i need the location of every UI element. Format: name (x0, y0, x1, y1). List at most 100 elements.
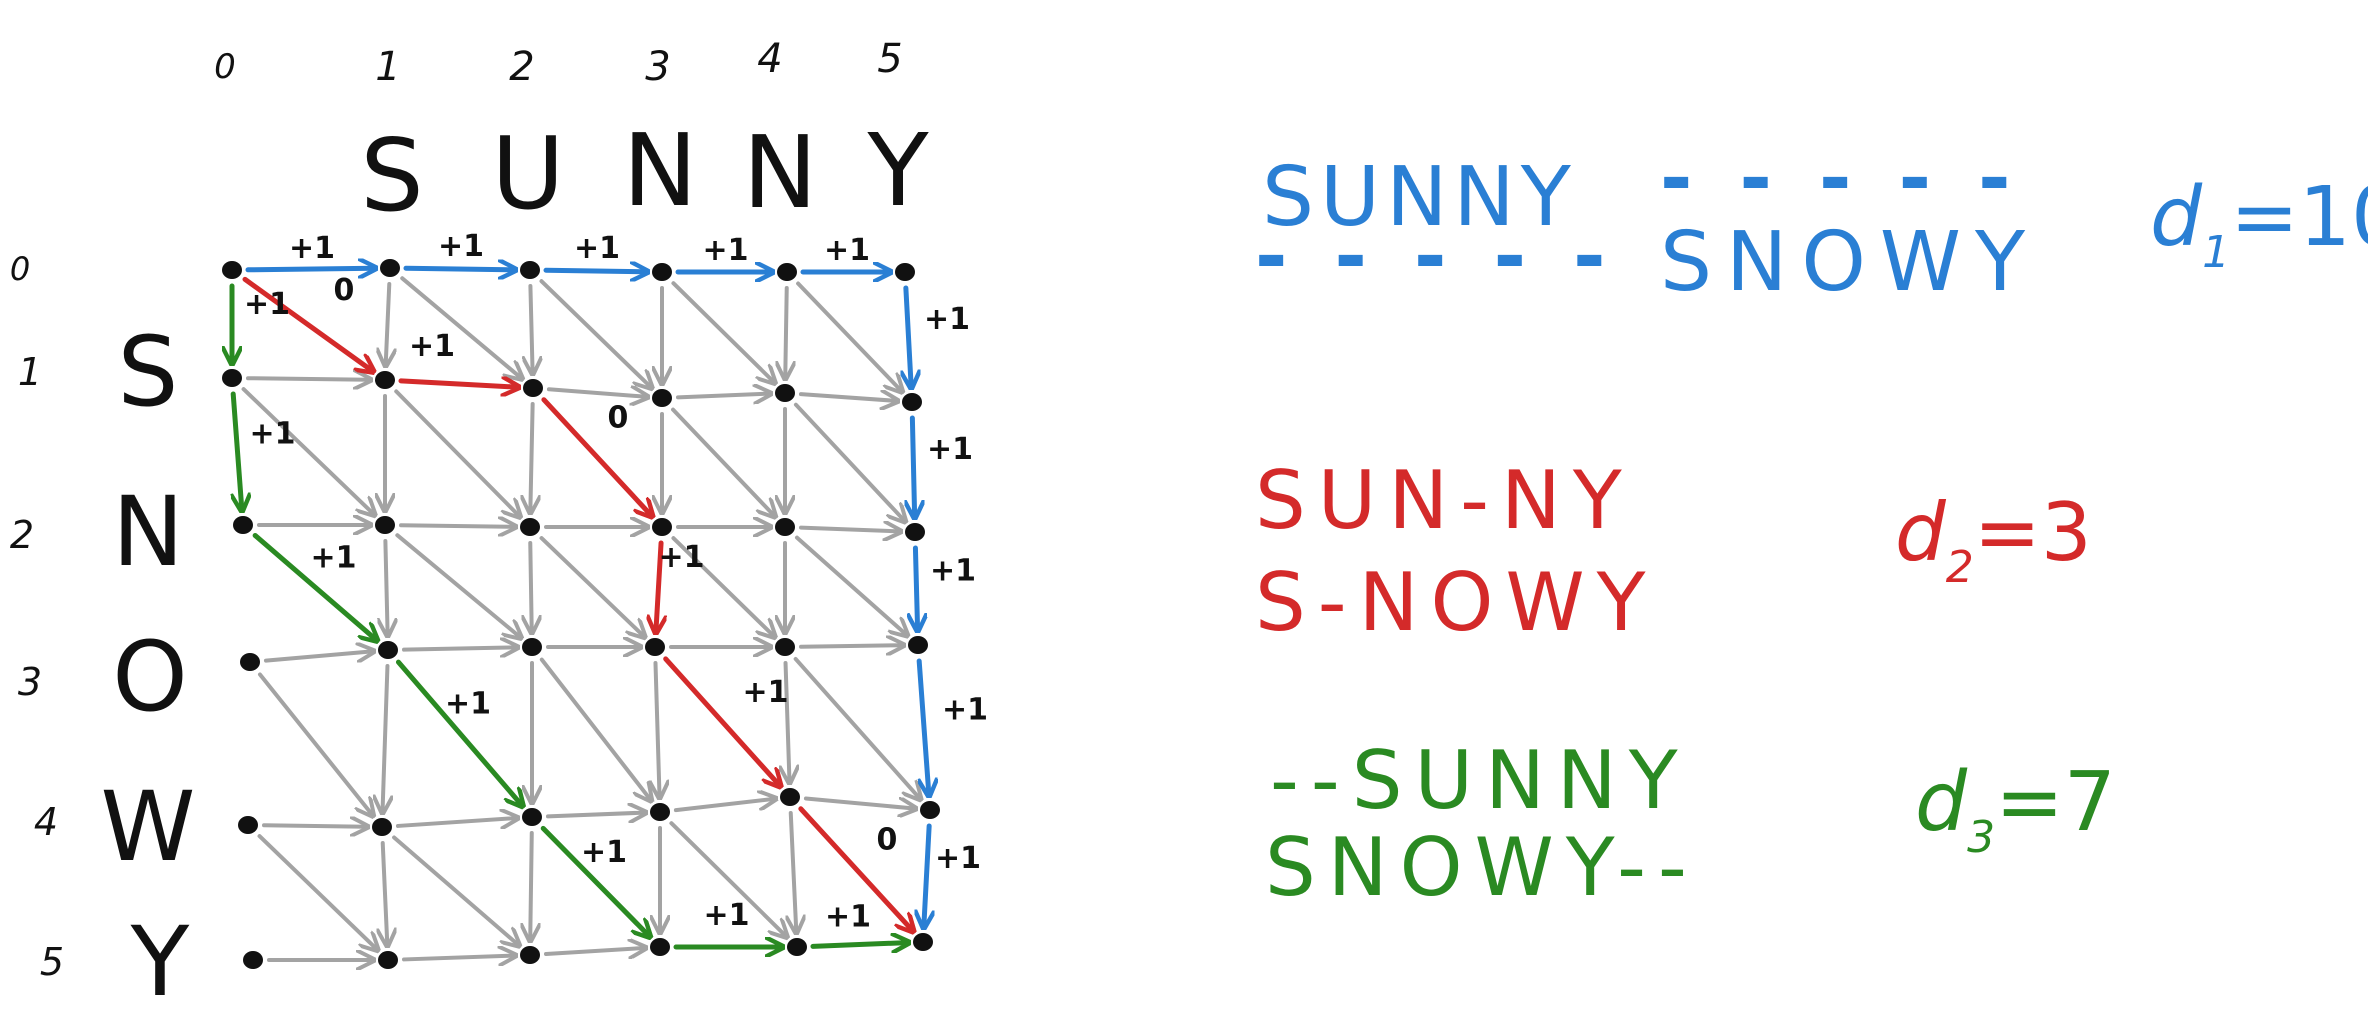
red-bottom-word: S-NOWY (1255, 556, 1657, 649)
grid-node (913, 933, 933, 951)
grey-diagonal-arrow (539, 536, 644, 636)
blue-path-label: +1 (935, 841, 981, 876)
grid-node (222, 261, 242, 279)
green-path-label: +1 (445, 687, 491, 722)
row-letter-2: N (112, 476, 184, 588)
grid-node (650, 938, 670, 956)
grey-right-arrow (798, 394, 896, 401)
blue-distance-d: d (2150, 170, 2203, 265)
grey-right-arrow (263, 651, 372, 660)
blue-distance: d1=10 (2150, 170, 2368, 278)
blue-path-label: +1 (927, 432, 973, 467)
grey-down-arrow (530, 540, 531, 631)
blue-distance-sub: 1 (2202, 227, 2230, 278)
red-distance-d: d (1895, 486, 1947, 579)
green-path-label: +1 (244, 287, 290, 322)
grid-node (380, 259, 400, 277)
grey-diagonal-arrow (257, 672, 372, 814)
col-index-5: 5 (877, 36, 902, 82)
grid-node (520, 518, 540, 536)
row-indices: 0 1 2 3 4 5 (10, 250, 64, 984)
grid-node (777, 263, 797, 281)
grid-node (905, 523, 925, 541)
red-path-arrow (663, 656, 780, 785)
blue-path-arrow (916, 658, 929, 794)
row-letter-3: O (112, 621, 188, 733)
blue-path-label: +1 (289, 231, 335, 266)
column-letters: S U N N Y (360, 112, 929, 234)
grey-diagonal-arrow (793, 656, 920, 798)
green-distance-d: d (1915, 755, 1968, 850)
red-path-label: +1 (659, 540, 705, 575)
grey-right-arrow (675, 394, 769, 398)
grid-node (522, 638, 542, 656)
alignment-blue: SUNNY - - - - - - - - - - SNOWY d1=10 (1255, 134, 2368, 310)
row-index-4: 4 (34, 800, 58, 844)
green-top-word: --SUNNY (1270, 734, 1690, 827)
grid-node (240, 653, 260, 671)
blue-top-gaps: - - - - - (1660, 134, 2021, 224)
grey-down-arrow (386, 281, 390, 364)
red-path-label: 0 (877, 823, 898, 858)
col-letter-5: Y (866, 112, 929, 229)
green-bottom-word: SNOWY-- (1265, 821, 1699, 914)
grid-node (243, 951, 263, 969)
grid-node (895, 263, 915, 281)
red-path-label: +1 (743, 675, 789, 710)
grid-node (372, 818, 392, 836)
red-path: 0+10+1+10 (242, 273, 912, 930)
grey-down-arrow (655, 660, 659, 796)
alignment-red: SUN-NY S-NOWY d2=3 (1255, 454, 2092, 649)
col-letter-1: S (360, 117, 423, 234)
grey-right-arrow (401, 956, 514, 960)
red-path-arrow (656, 540, 661, 631)
green-distance-value: =7 (1995, 755, 2116, 850)
grey-diagonal-arrow (671, 281, 773, 382)
blue-path-label: +1 (924, 302, 970, 337)
grid-nodes (222, 259, 940, 969)
red-path-label: 0 (608, 401, 629, 436)
blue-path-label: +1 (703, 233, 749, 268)
col-index-4: 4 (757, 36, 782, 82)
red-path-arrow (798, 806, 912, 930)
grid-node (775, 518, 795, 536)
col-letter-3: N (623, 112, 698, 229)
green-path-arrow (540, 825, 649, 935)
grid-node (520, 946, 540, 964)
row-index-3: 3 (18, 660, 42, 704)
col-index-0: 0 (214, 47, 236, 87)
grid-node (523, 379, 543, 397)
red-path-arrow (398, 381, 517, 387)
row-letter-4: W (101, 771, 196, 883)
grey-down-arrow (791, 810, 797, 931)
col-letter-4: N (743, 114, 818, 231)
grey-right-arrow (398, 525, 514, 527)
grid-node (378, 951, 398, 969)
grey-right-arrow (803, 796, 914, 808)
grey-down-arrow (786, 660, 790, 781)
grey-diagonal-arrow (671, 536, 773, 636)
grid-node (775, 638, 795, 656)
grey-down-arrow (530, 401, 532, 511)
col-index-2: 2 (509, 44, 534, 90)
grey-down-arrow (785, 285, 786, 377)
row-index-2: 2 (10, 513, 34, 557)
row-letters: S N O W Y (101, 316, 196, 1018)
grid-node (378, 641, 398, 659)
blue-bottom-gaps: - - - - - (1255, 212, 1616, 302)
blue-bottom-word: SNOWY (1660, 215, 2039, 310)
green-distance-sub: 3 (1967, 812, 1995, 863)
blue-path-arrow (915, 545, 917, 629)
grey-right-arrow (401, 647, 516, 649)
green-path-label: +1 (581, 835, 627, 870)
grey-right-arrow (261, 825, 366, 827)
col-index-1: 1 (375, 44, 400, 90)
grey-right-arrow (673, 799, 774, 813)
grey-down-arrow (385, 538, 387, 634)
blue-path-arrow (906, 285, 911, 386)
green-path-arrow (395, 659, 521, 805)
blue-path-arrow (912, 415, 914, 516)
grey-down-arrow (530, 283, 532, 372)
grey-diagonal-arrow (241, 387, 374, 514)
